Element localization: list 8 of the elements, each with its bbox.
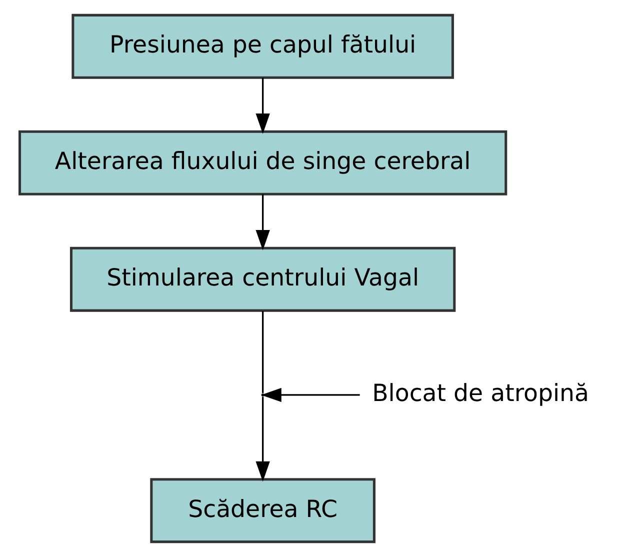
node-box: Presiunea pe capul fătului [72,14,454,79]
node-box: Stimularea centrului Vagal [70,246,456,312]
arrow [256,194,270,250]
node-box: Scăderea RC [150,478,376,544]
arrow [256,78,270,134]
node-text: Blocat de atropină [372,379,590,408]
arrow [256,311,282,482]
node-box: Alterarea fluxului de singe cerebral [18,130,508,196]
